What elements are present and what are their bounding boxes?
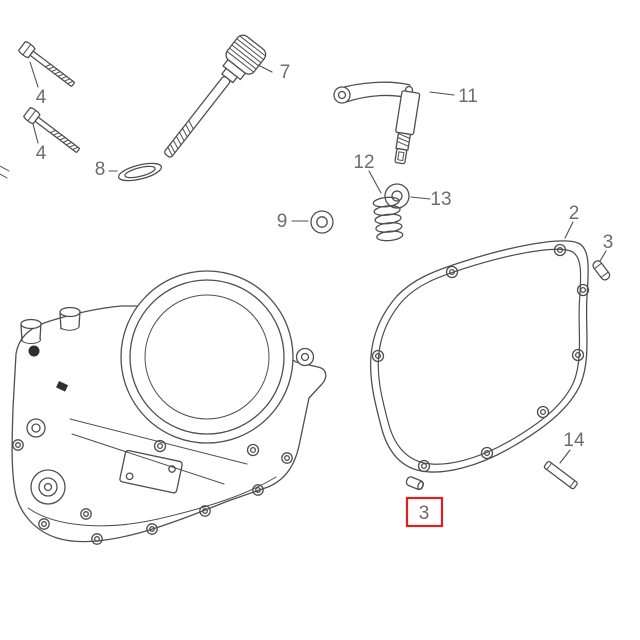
- return-spring-drawing: [372, 196, 404, 242]
- filler-neck-right: [59, 306, 81, 331]
- flat-washer-drawing: [384, 183, 410, 209]
- small-boss-hole-inner: [83, 511, 89, 517]
- small-dark-fitting: [56, 381, 69, 392]
- leader-lines: [29, 61, 607, 464]
- part-label-11[interactable]: 11: [458, 86, 478, 107]
- face-boss-right: [246, 443, 260, 457]
- face-boss-right-hole: [249, 446, 257, 454]
- oil-pump-plate: [119, 449, 183, 494]
- part-label-9[interactable]: 9: [277, 211, 288, 232]
- sealing-washer-drawing: [117, 162, 163, 182]
- filler-neck-left: [20, 318, 42, 344]
- part-labels: 4 4 7 8 9 11 12 13 2 3 14 3: [36, 62, 614, 524]
- flange-bolt-lower-drawing: [22, 106, 83, 157]
- dowel-pin-lower-drawing: [405, 476, 425, 491]
- clutch-boss-outer-circle: [120, 270, 294, 444]
- part-label-13[interactable]: 13: [430, 189, 451, 210]
- drain-plug-dark: [28, 345, 40, 357]
- flange-bolt-upper-drawing: [17, 40, 78, 91]
- small-boss-hole: [80, 508, 92, 520]
- part-label-7[interactable]: 7: [280, 62, 291, 83]
- highlight-box: [405, 496, 444, 528]
- straight-pin-drawing: [543, 460, 578, 490]
- crankcase-cover-drawing: [11, 270, 327, 545]
- cover-gasket-drawing: [369, 240, 590, 473]
- cover-rib-2: [71, 433, 225, 485]
- part-label-4-upper[interactable]: 4: [36, 87, 47, 108]
- face-boss-left: [153, 439, 167, 453]
- cropped-part-edge: [0, 165, 10, 179]
- face-boss-left-hole: [156, 442, 164, 450]
- part-label-3-lower[interactable]: 3: [419, 503, 430, 524]
- part-label-2[interactable]: 2: [569, 203, 580, 224]
- dowel-pin-upper-drawing: [592, 260, 611, 281]
- part-label-3-upper[interactable]: 3: [603, 232, 614, 253]
- gasket-bolt-holes: [371, 243, 590, 473]
- part-label-14[interactable]: 14: [563, 430, 585, 451]
- kick-shaft-boss: [26, 418, 46, 438]
- shift-spindle-drawing: [333, 81, 421, 165]
- o-ring-drawing: [310, 210, 334, 234]
- part-label-12[interactable]: 12: [353, 152, 374, 173]
- oil-dipstick-drawing: [164, 34, 267, 158]
- wing-bolt-hole: [300, 352, 310, 362]
- cover-rib-1: [69, 418, 248, 465]
- clutch-boss-face-ring: [144, 294, 270, 420]
- oil-seal-boss: [30, 469, 66, 505]
- part-label-8[interactable]: 8: [95, 159, 106, 180]
- cover-bolt-holes: [12, 439, 293, 545]
- wing-bolt-boss: [295, 347, 315, 367]
- clutch-boss-inner-ring: [129, 279, 285, 435]
- part-label-4-lower[interactable]: 4: [36, 143, 47, 164]
